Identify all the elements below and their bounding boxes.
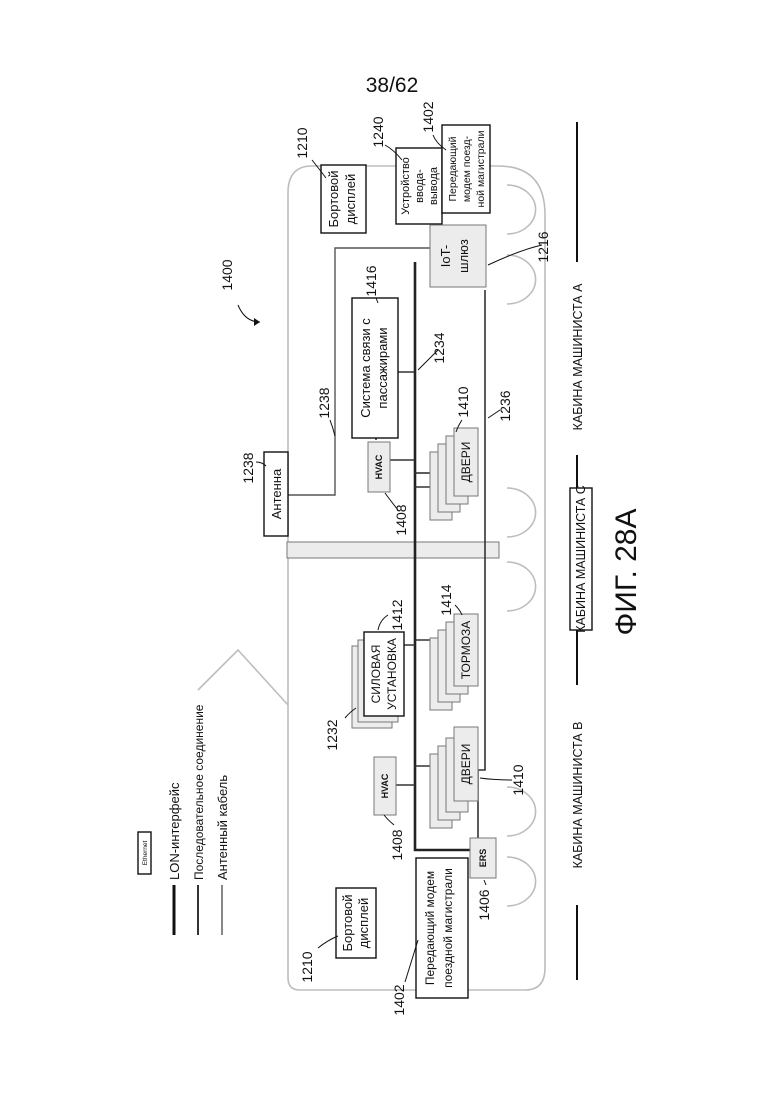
svg-text:дисплей: дисплей: [343, 174, 358, 224]
legend-lon-label: LON-интерфейс: [167, 782, 182, 880]
svg-text:ERS: ERS: [478, 849, 488, 868]
svg-text:IoT-: IoT-: [438, 245, 453, 267]
cabin-a-label: КАБИНА МАШИНИСТА А: [571, 283, 585, 430]
wheel: [507, 857, 536, 906]
ref-1406: 1406: [476, 889, 492, 920]
svg-text:модем поезд-: модем поезд-: [461, 135, 473, 202]
svg-text:Устройство: Устройство: [400, 157, 412, 215]
svg-text:шлюз: шлюз: [456, 239, 471, 273]
svg-text:дисплей: дисплей: [356, 898, 371, 948]
passenger-comm-box: Система связи с пассажирами: [352, 298, 398, 438]
ref-1408-top: 1408: [393, 504, 409, 535]
antenna-box: Антенна: [264, 452, 288, 536]
wheels: [507, 185, 536, 906]
ers-box: ERS: [470, 838, 496, 878]
ref-1412: 1412: [389, 599, 405, 630]
legend-antenna-label: Антенный кабель: [215, 775, 230, 880]
ref-1238-antenna: 1238: [240, 452, 256, 483]
ref-1410-bottom: 1410: [510, 764, 526, 795]
doors-top-stack: ДВЕРИ: [430, 428, 478, 520]
iot-gateway-box: IoT- шлюз: [430, 225, 486, 287]
svg-text:Передающий: Передающий: [447, 136, 459, 201]
ref-1400: 1400: [219, 259, 235, 290]
ref-1232: 1232: [324, 719, 340, 750]
svg-text:СИЛОВАЯ: СИЛОВАЯ: [369, 645, 383, 704]
cabin-b-label: КАБИНА МАШИНИСТА В: [571, 722, 585, 869]
svg-text:ДВЕРИ: ДВЕРИ: [459, 442, 473, 483]
svg-text:HVAC: HVAC: [374, 454, 384, 479]
svg-text:поездной магистрали: поездной магистрали: [441, 868, 455, 988]
svg-text:пассажирами: пассажирами: [375, 327, 390, 408]
svg-text:Система связи с: Система связи с: [358, 318, 373, 418]
doors-bottom-stack: ДВЕРИ: [430, 727, 478, 828]
io-device-box: Устройство ввода- вывода: [396, 148, 442, 224]
ref-1408-bottom: 1408: [389, 829, 405, 860]
modem-bottom-box: Передающий модем поездной магистрали: [416, 858, 468, 998]
wheel: [507, 562, 536, 611]
svg-text:Антенна: Антенна: [269, 468, 284, 519]
svg-text:HVAC: HVAC: [380, 773, 390, 798]
page-number: 38/62: [366, 74, 419, 97]
hvac-bottom-box: HVAC: [374, 757, 396, 815]
ref-1238-cable: 1238: [316, 387, 332, 418]
power-unit-stack: СИЛОВАЯ УСТАНОВКА: [352, 632, 404, 728]
legend-serial-label: Последовательное соединение: [192, 704, 206, 880]
svg-text:УСТАНОВКА: УСТАНОВКА: [385, 638, 399, 710]
ref-1416: 1416: [363, 265, 379, 296]
svg-text:Бортовой: Бортовой: [340, 895, 355, 952]
wheel: [507, 488, 536, 537]
modem-top-box: Передающий модем поезд- ной магистрали: [442, 125, 490, 213]
ref-1210-top: 1210: [294, 127, 310, 158]
ref-1410-top: 1410: [455, 386, 471, 417]
svg-text:ТОРМОЗА: ТОРМОЗА: [459, 621, 473, 680]
onboard-display-top: Бортовой дисплей: [321, 165, 366, 233]
wheel: [507, 185, 536, 234]
svg-text:ввода-: ввода-: [414, 169, 426, 203]
svg-text:ДВЕРИ: ДВЕРИ: [459, 744, 473, 785]
cabin-markers: КАБИНА МАШИНИСТА А КАБИНА МАШИНИСТА В КА…: [570, 122, 592, 980]
wheel: [507, 255, 536, 304]
svg-text:вывода: вывода: [428, 166, 440, 205]
ref-1240: 1240: [370, 116, 386, 147]
ref-1234: 1234: [431, 332, 447, 363]
brakes-stack: ТОРМОЗА: [430, 614, 478, 710]
figure-caption: ФИГ. 28А: [610, 508, 643, 635]
cabin-c-label: КАБИНА МАШИНИСТА С: [574, 485, 588, 633]
ref-1402-top: 1402: [420, 101, 436, 132]
onboard-display-bottom: Бортовой дисплей: [336, 888, 376, 958]
ref-1414: 1414: [438, 584, 454, 615]
car-coupling: [287, 542, 499, 558]
ref-1236: 1236: [497, 390, 513, 421]
svg-text:Бортовой: Бортовой: [326, 171, 341, 228]
svg-text:ной магистрали: ной магистрали: [475, 130, 487, 207]
ref-1402-bottom: 1402: [391, 984, 407, 1015]
legend-ethernet-label: Ethernet: [142, 841, 149, 866]
svg-text:Передающий модем: Передающий модем: [423, 871, 437, 985]
ref-1216: 1216: [535, 231, 551, 262]
hvac-top-box: HVAC: [368, 442, 390, 492]
ref-1210-bottom: 1210: [299, 951, 315, 982]
legend: Ethernet LON-интерфейс Последовательное …: [138, 704, 230, 935]
